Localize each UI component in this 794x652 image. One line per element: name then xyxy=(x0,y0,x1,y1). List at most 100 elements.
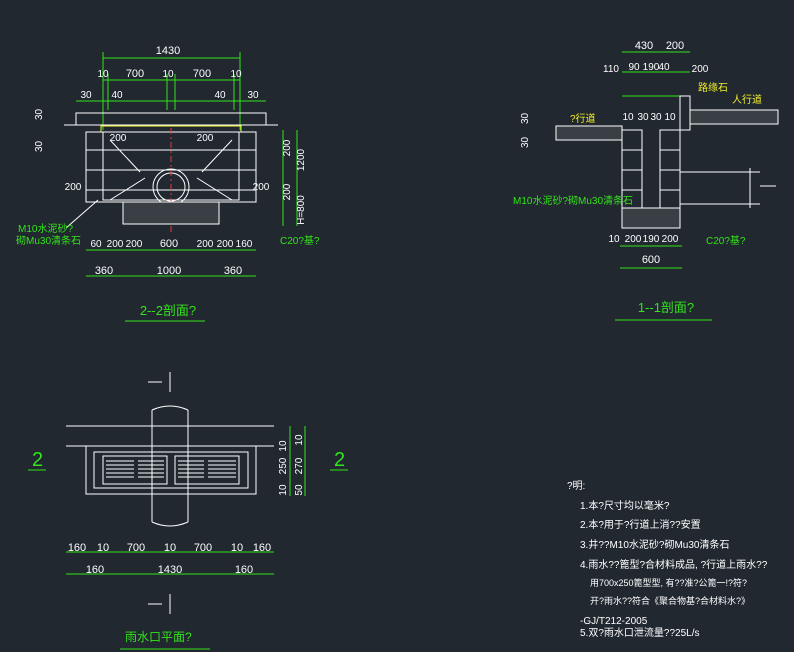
slope-line xyxy=(196,177,233,201)
dim-text: 1200 xyxy=(296,148,307,171)
curb-stone xyxy=(679,95,691,131)
dim-text: 700 xyxy=(194,542,212,554)
dim-text: 30 xyxy=(34,108,45,120)
dim-text: 10 xyxy=(164,542,176,554)
dim-text: 1000 xyxy=(157,265,181,277)
dim-text: 200 xyxy=(282,183,293,200)
foundation xyxy=(122,201,220,225)
dim-text: 1430 xyxy=(156,45,180,57)
dim-text: 110 xyxy=(603,64,619,75)
notes-header: ?明: xyxy=(567,480,585,492)
note-item: 2.本?用于?行道上消??安置 xyxy=(580,518,701,531)
dim-text: 160 xyxy=(86,564,104,576)
dim-text: 190 xyxy=(643,234,660,245)
dim-text: 700 xyxy=(126,68,144,80)
dim-text: 200 xyxy=(65,182,82,193)
slope-line xyxy=(109,139,141,173)
pipe-end xyxy=(151,521,189,527)
slope-line xyxy=(201,139,233,173)
right-wall xyxy=(659,129,681,209)
dim-text: 200 xyxy=(197,239,214,250)
dim-text: 360 xyxy=(95,265,113,277)
label-stone: 砌Mu30清条石 xyxy=(16,234,81,247)
dim-text: 40 xyxy=(658,62,670,73)
dim-text: 30 xyxy=(247,90,259,101)
foundation xyxy=(621,207,681,229)
dim-text: 160 xyxy=(235,564,253,576)
dim-text: 200 xyxy=(110,133,127,144)
dim-text: 430 xyxy=(635,40,653,52)
dim-text: 30 xyxy=(637,112,649,123)
dim-text: 200 xyxy=(126,239,143,250)
label-road: ?行道 xyxy=(570,112,596,125)
note-item: 开?雨水??符合《聚合物基?合材料水?》 xyxy=(590,595,750,606)
dim-text: 160 xyxy=(236,239,253,250)
section-title: 1--1剖面? xyxy=(638,300,694,315)
dim-text: 200 xyxy=(253,182,270,193)
dim-text: 700 xyxy=(127,542,145,554)
dim-text: 10 xyxy=(97,542,109,554)
dim-text: 190 xyxy=(643,62,660,73)
dim-text: 200 xyxy=(692,64,709,75)
dim-text: 10 xyxy=(608,234,620,245)
dim-text: 60 xyxy=(90,239,102,250)
grate-right xyxy=(174,455,240,485)
dim-text: 200 xyxy=(662,234,679,245)
dim-text: 10 xyxy=(622,112,634,123)
dim-text: 50 xyxy=(294,484,305,496)
dim-text: 10 xyxy=(231,542,243,554)
dim-text: 30 xyxy=(520,112,531,124)
dim-text: 30 xyxy=(34,140,45,152)
dim-text: 200 xyxy=(217,239,234,250)
note-item: 5.双?雨水口泄流量??25L/s xyxy=(580,626,700,639)
dim-text: 700 xyxy=(193,68,211,80)
note-item: 4.雨水??篦型?合材料成品, ?行道上雨水?? xyxy=(580,558,768,571)
dim-text: 40 xyxy=(214,90,226,101)
dim-text: 160 xyxy=(68,542,86,554)
dim-text: 30 xyxy=(80,90,92,101)
label-sidewalk: 人行道 xyxy=(732,93,762,106)
note-item: 用700x250篦型型, 有??准?公篦一!?符? xyxy=(590,577,747,588)
inlet-inner xyxy=(93,451,249,489)
label-curb: 路缘石 xyxy=(698,81,728,94)
grate-bars xyxy=(106,460,236,478)
note-item: 3.井??M10水泥砂?砌Mu30清条石 xyxy=(580,538,730,551)
grate-left xyxy=(102,455,168,485)
note-item: 1.本?尺寸均以毫米? xyxy=(580,499,670,512)
inlet-outline xyxy=(85,445,257,495)
dim-text: 250 xyxy=(278,457,289,474)
road-slab xyxy=(555,125,623,141)
plan-title: 雨水口平面? xyxy=(125,630,192,644)
pipe-end xyxy=(151,405,189,411)
dim-text: 10 xyxy=(230,69,242,80)
dim-text: 200 xyxy=(197,133,214,144)
dim-text: 10 xyxy=(278,484,289,496)
cut-marker-right: 2 xyxy=(334,449,345,471)
label-masonry: M10水泥砂?砌Mu30清条石 xyxy=(513,194,633,207)
dim-text: 10 xyxy=(97,69,109,80)
dim-text: 360 xyxy=(224,265,242,277)
dim-text: 30 xyxy=(650,112,662,123)
note-item: -GJ/T212-2005 xyxy=(580,616,648,627)
label-c20: C20?基? xyxy=(280,234,320,247)
dim-text: H=800 xyxy=(296,195,307,225)
dim-text: 10 xyxy=(294,434,305,446)
dim-text: 10 xyxy=(664,112,676,123)
dim-text: 10 xyxy=(162,69,174,80)
sidewalk-slab xyxy=(689,109,779,125)
road-slab xyxy=(75,112,267,126)
dim-text: 200 xyxy=(282,139,293,156)
dim-text: 200 xyxy=(107,239,124,250)
section-title: 2--2剖面? xyxy=(140,303,196,318)
dim-text: 600 xyxy=(642,254,660,266)
label-mortar: M10水泥砂? xyxy=(18,222,73,235)
inlet-plan: 2 2 10 250 10 270 10 50 xyxy=(28,372,348,650)
dim-text: 600 xyxy=(160,238,178,250)
dim-text: 10 xyxy=(278,440,289,452)
dim-text: 1430 xyxy=(158,564,182,576)
label-c20: C20?基? xyxy=(706,234,746,247)
design-notes: ?明: 1.本?尺寸均以毫米? 2.本?用于?行道上消??安置 3.井??M10… xyxy=(567,480,768,639)
dim-text: 30 xyxy=(520,136,531,148)
